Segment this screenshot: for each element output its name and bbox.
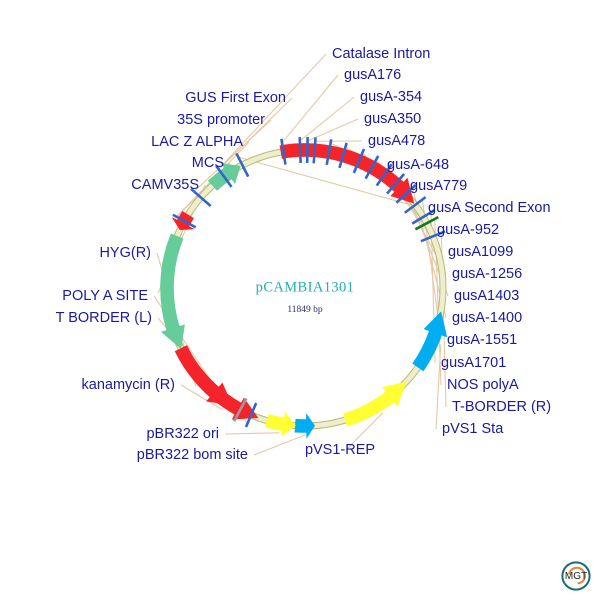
- feature-gusa-354: [298, 137, 302, 164]
- feature-label-t-border-r: T-BORDER (R): [452, 398, 552, 415]
- feature-gusa-1400: [395, 184, 417, 204]
- feature-label-camv35s: CAMV35S: [131, 176, 199, 193]
- feature-gusa-second-exon: [235, 152, 250, 178]
- feature-t-border-l: [244, 402, 258, 428]
- feature-gusa1099: [364, 155, 380, 180]
- leader-line: [193, 119, 272, 192]
- feature-gusa: [279, 143, 415, 204]
- feature-camv35s: [160, 233, 185, 349]
- feature-label-gus-first-exon: GUS First Exon: [185, 89, 286, 106]
- feature-hyg-r: [174, 345, 233, 406]
- feature-label-pvs1-rep: pVS1-REP: [304, 441, 376, 458]
- feature-label-gusa-1551: gusA-1551: [447, 331, 518, 348]
- feature-label-gusa779: gusA779: [410, 177, 468, 194]
- leader-line: [238, 156, 423, 209]
- feature-gusa478: [312, 137, 317, 164]
- feature-label-gusa-1256: gusA-1256: [452, 265, 523, 282]
- plasmid-name: pCAMBIA1301: [255, 279, 355, 296]
- feature-label-gusa-second-exon: gusA Second Exon: [428, 199, 551, 216]
- leader-line: [307, 118, 359, 142]
- feature-gusa1701: [411, 209, 436, 225]
- leader-line: [281, 74, 339, 144]
- feature-gusa-1551: [404, 196, 427, 214]
- feature-label-gusa350: gusA350: [364, 110, 422, 127]
- feature-gusa-952: [352, 148, 366, 174]
- feature-gusa1403: [386, 173, 406, 195]
- plasmid-size: 11849 bp: [287, 305, 323, 315]
- feature-label-gusa1403: gusA1403: [454, 287, 520, 304]
- leader-line: [253, 434, 306, 456]
- feature-label-pbr322-ori: pBR322 ori: [146, 425, 219, 442]
- svg-text:MGT: MGT: [565, 571, 587, 582]
- feature-label-catalase-intron: Catalase Intron: [332, 45, 431, 62]
- feature-pbr322-bom-site: [294, 413, 315, 439]
- leader-line: [345, 412, 384, 451]
- features-group: [160, 137, 448, 439]
- mgt-logo: MGT: [561, 561, 591, 591]
- leader-line: [224, 432, 280, 435]
- feature-label-gusa-354: gusA-354: [360, 88, 423, 105]
- feature-poly-a-site: [232, 397, 248, 422]
- feature-nos-polya: [414, 215, 439, 231]
- feature-label-gusa176: gusA176: [344, 66, 402, 83]
- feature-label-nos-polya: NOS polyA: [447, 376, 519, 393]
- feature-label-t-border-l: T BORDER (L): [55, 309, 152, 326]
- feature-gusa-1256: [375, 163, 393, 187]
- feature-label-gusa1099: gusA1099: [448, 243, 514, 260]
- feature-label-hyg-r: HYG(R): [99, 244, 151, 261]
- feature-gusa-648: [325, 139, 333, 166]
- feature-label-35s-promoter: 35S promoter: [177, 111, 265, 128]
- feature-label-poly-a-site: POLY A SITE: [62, 287, 148, 304]
- feature-label-kanamycin-r: kanamycin (R): [81, 376, 175, 393]
- feature-catalase-intron: [215, 165, 233, 188]
- leader-line: [180, 384, 224, 411]
- feature-t-border-r: [420, 230, 446, 243]
- feature-label-gusa-648: gusA-648: [387, 156, 450, 173]
- feature-label-pbr322-bom-site: pBR322 bom site: [136, 446, 248, 463]
- feature-lac-z-alpha: [172, 213, 197, 229]
- feature-label-gusa478: gusA478: [368, 132, 426, 149]
- feature-label-gusa1701: gusA1701: [441, 354, 507, 371]
- feature-pbr322-ori: [264, 412, 296, 437]
- feature-pvs1-sta: [412, 311, 448, 372]
- feature-pvs1-rep: [343, 381, 407, 427]
- feature-label-pvs1-sta: pVS1 Sta: [442, 420, 504, 437]
- feature-gusa779: [338, 142, 348, 169]
- leader-line: [435, 344, 442, 430]
- feature-label-mcs: MCS: [191, 154, 224, 171]
- feature-label-lac-z-alpha: LAC Z ALPHA: [151, 133, 243, 150]
- feature-gusa176: [280, 138, 287, 165]
- feature-label-gusa-1400: gusA-1400: [452, 309, 523, 326]
- leader-line: [218, 53, 327, 170]
- leader-line: [299, 96, 355, 142]
- feature-35s-promoter: [190, 187, 212, 207]
- feature-label-gusa-952: gusA-952: [437, 221, 500, 238]
